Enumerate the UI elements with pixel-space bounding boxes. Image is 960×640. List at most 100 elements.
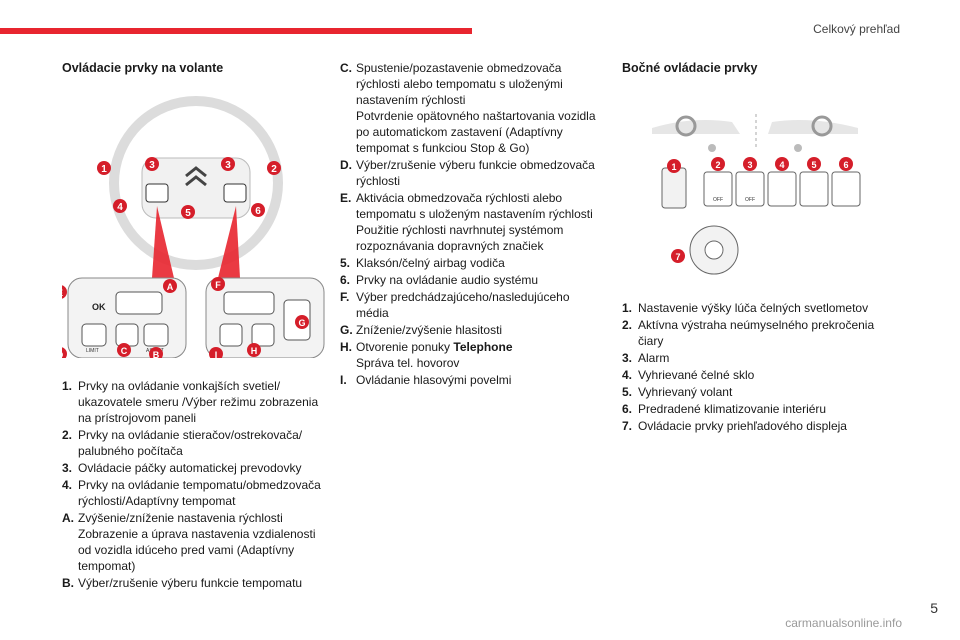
wheel-rim (109, 96, 283, 270)
callout-C: C (117, 343, 131, 357)
callout-5: 5 (807, 157, 821, 171)
lane-warning-button (703, 171, 733, 207)
callout-H: H (247, 343, 261, 357)
callout-4: 4 (775, 157, 789, 171)
list-item: 1.Prvky na ovládanie vonkajších svetiel/… (62, 379, 319, 425)
list-item: D.Výber/zrušenie výberu funkcie obmedzov… (340, 158, 595, 188)
callout-3: 3 (743, 157, 757, 171)
list-item: F.Výber predchádzajúceho/nasledujúceho m… (340, 290, 570, 320)
heated-windscreen-button (767, 171, 797, 207)
brand-chevron-icon (185, 166, 207, 187)
pause-button (115, 323, 139, 347)
top-accent-bar (0, 28, 472, 34)
svg-text:5: 5 (811, 160, 816, 170)
media-rocker (223, 291, 275, 315)
callout-5: 5 (181, 205, 195, 219)
wheel-hub (141, 157, 251, 219)
callout-1: 1 (97, 161, 111, 175)
svg-text:5: 5 (185, 208, 191, 219)
side-controls-figure: OFF OFF 1 2 3 4 5 6 7 (622, 98, 892, 278)
list-item: 3.Ovládacie páčky automatickej prevodovk… (62, 461, 302, 475)
callout-I: I (209, 347, 223, 361)
svg-text:3: 3 (747, 160, 752, 170)
left-switch-block (145, 183, 169, 203)
right-callout-beam (218, 206, 240, 278)
callout-B: B (149, 347, 163, 361)
list-item: 5.Vyhrievaný volant (622, 385, 733, 399)
steering-controls-heading: Ovládacie prvky na volante (62, 61, 224, 75)
side-controls-illustration: OFF OFF 1 2 3 4 5 6 7 (652, 114, 861, 275)
limit-label: LIMIT (86, 348, 99, 354)
callout-2: 2 (267, 161, 281, 175)
svg-text:B: B (153, 350, 160, 358)
callout-1: 1 (667, 159, 681, 173)
svg-text:3: 3 (225, 160, 231, 171)
right-switch-block (223, 183, 247, 203)
voice-button (219, 323, 243, 347)
list-item: B.Výber/zrušenie výberu funkcie tempomat… (62, 576, 303, 590)
phone-button (251, 323, 275, 347)
steering-wheel-illustration: 1 3 3 2 4 5 6 OK LIMIT ASSIST E A D C B (53, 96, 325, 361)
headlamp-level-wheel (661, 167, 687, 209)
callout-G: G (295, 315, 309, 329)
right-column: Bočné ovládacie prvky OFF OFF 1 2 3 4 (622, 60, 892, 435)
list-item: 6.Predradené klimatizovanie interiéru (622, 402, 827, 416)
callout-7: 7 (671, 249, 685, 263)
list-item: 4.Vyhrievané čelné sklo (622, 368, 755, 382)
preconditioning-button (831, 171, 861, 207)
right-legend-list: 1.Nastavenie výšky lúča čelných svetlome… (622, 300, 892, 434)
assist-button (143, 323, 169, 347)
list-item: 6.Prvky na ovládanie audio systému (340, 273, 539, 287)
list-item: 2.Prvky na ovládanie stieračov/ostrekova… (62, 428, 303, 458)
seat-right-icon (794, 144, 802, 152)
seat-left-icon (708, 144, 716, 152)
middle-legend-list: C.Spustenie/pozastavenie obmedzovača rýc… (340, 60, 602, 388)
heated-wheel-button (799, 171, 829, 207)
callout-F: F (211, 277, 225, 291)
list-item: 4.Prvky na ovládanie tempomatu/obmedzova… (62, 478, 321, 508)
running-head: Celkový prehľad (813, 22, 900, 36)
steering-wheel-figure: 1 3 3 2 4 5 6 OK LIMIT ASSIST E A D C B (53, 88, 330, 361)
svg-text:E: E (62, 288, 63, 298)
svg-text:A: A (167, 282, 174, 292)
list-item: 7.Ovládacie prvky priehľadového displeja (622, 419, 847, 433)
off-label-alarm: OFF (745, 197, 755, 203)
callout-3-left: 3 (145, 157, 159, 171)
svg-text:6: 6 (843, 160, 848, 170)
callout-D: D (53, 347, 67, 361)
svg-text:2: 2 (271, 164, 277, 175)
callout-6: 6 (839, 157, 853, 171)
svg-text:C: C (121, 346, 128, 356)
steering-right-icon (811, 115, 833, 137)
svg-text:H: H (251, 346, 258, 356)
middle-column: C.Spustenie/pozastavenie obmedzovača rýc… (340, 60, 602, 389)
left-callout-beam (152, 206, 174, 278)
left-column: Ovládacie prvky na volante 1 3 3 2 4 5 6… (53, 60, 330, 592)
list-item: 1.Nastavenie výšky lúča čelných svetlome… (622, 301, 869, 315)
callout-2: 2 (711, 157, 725, 171)
ok-label: OK (92, 302, 106, 312)
callout-3-right: 3 (221, 157, 235, 171)
list-item: E.Aktivácia obmedzovača rýchlosti alebo … (340, 191, 593, 253)
watermark: carmanualsonline.info (785, 616, 902, 630)
list-item: 5.Klaksón/čelný airbag vodiča (340, 256, 505, 270)
svg-text:4: 4 (117, 202, 123, 213)
callout-A: A (163, 279, 177, 293)
limit-button (81, 323, 107, 347)
list-item: 2.Aktívna výstraha neúmyselného prekroče… (622, 318, 875, 348)
svg-text:I: I (215, 350, 218, 358)
speed-rocker (115, 291, 163, 315)
hud-center-button (704, 240, 724, 260)
svg-text:6: 6 (255, 206, 261, 217)
svg-text:2: 2 (715, 160, 720, 170)
list-item: G.Zníženie/zvýšenie hlasitosti (340, 323, 503, 337)
left-legend-list: 1.Prvky na ovládanie vonkajších svetiel/… (62, 378, 330, 591)
page-number: 5 (930, 600, 938, 616)
list-item: 3.Alarm (622, 351, 670, 365)
side-controls-heading: Bočné ovládacie prvky (622, 61, 758, 75)
svg-text:1: 1 (101, 164, 107, 175)
callout-6: 6 (251, 203, 265, 217)
svg-text:3: 3 (149, 160, 155, 171)
list-item: I.Ovládanie hlasovými povelmi (340, 373, 512, 387)
